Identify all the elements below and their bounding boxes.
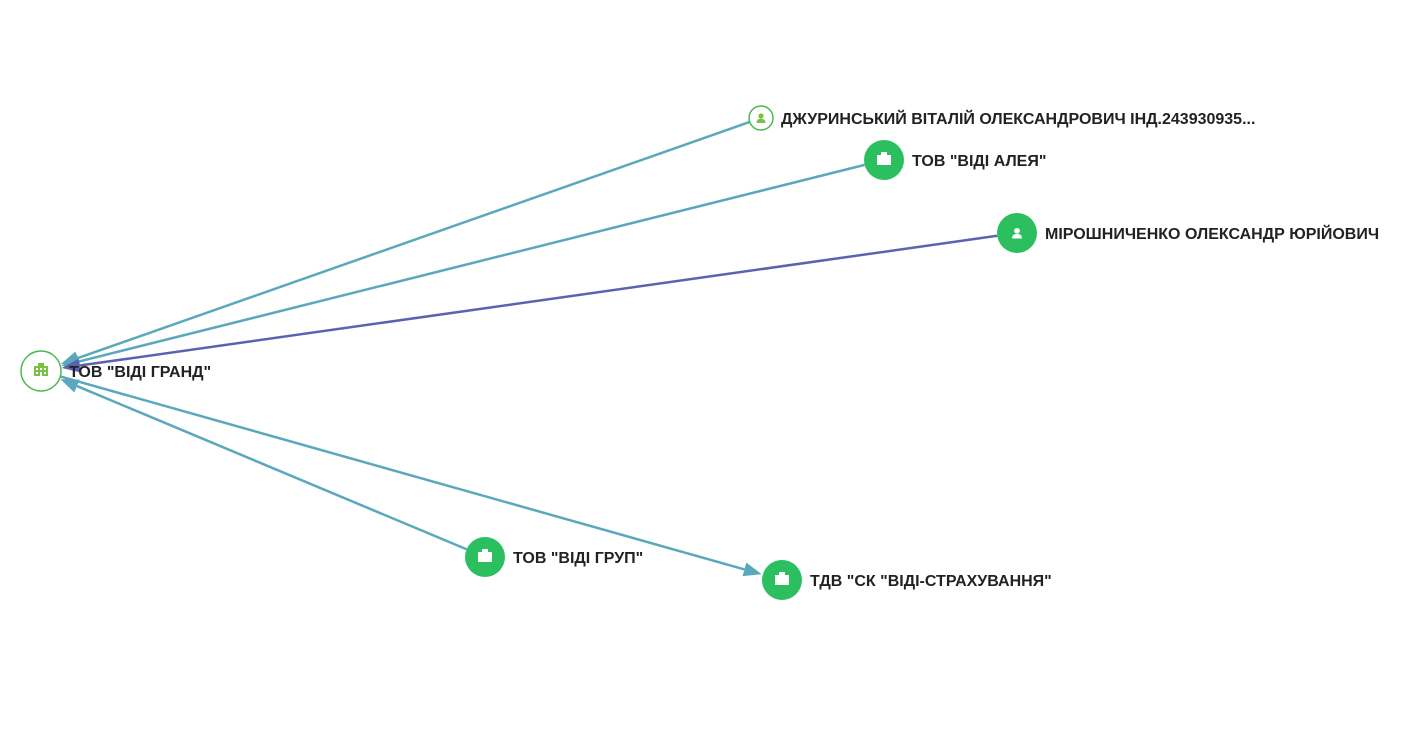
- edge-vidi-grup-to-vidi-grand[interactable]: [60, 379, 468, 551]
- edge-line: [79, 234, 998, 367]
- building-icon: [478, 549, 492, 562]
- person-icon: [1012, 227, 1022, 239]
- arrow-head-icon: [60, 379, 80, 393]
- node-dzhurynskyi[interactable]: ДЖУРИНСЬКИЙ ВІТАЛІЙ ОЛЕКСАНДРОВИЧ ІНД.24…: [748, 105, 1255, 131]
- edge-miroshnychenko-to-vidi-grand[interactable]: [61, 234, 998, 373]
- nodes-layer: ТОВ "ВІДІ ГРАНД" ДЖУРИНСЬКИЙ ВІТАЛІЙ ОЛЕК…: [20, 105, 1379, 600]
- edge-line: [76, 384, 468, 551]
- node-label: ТДВ "СК "ВІДІ-СТРАХУВАННЯ": [810, 573, 1052, 590]
- node-vidi-grup[interactable]: ТОВ "ВІДІ ГРУП": [465, 537, 643, 577]
- edge-vidi-aleia-to-vidi-grand[interactable]: [61, 163, 865, 369]
- node-vidi-aleia[interactable]: ТОВ "ВІДІ АЛЕЯ": [864, 140, 1046, 180]
- edge-line: [77, 120, 751, 360]
- node-label: МІРОШНИЧЕНКО ОЛЕКСАНДР ЮРІЙОВИЧ: [1045, 224, 1379, 243]
- node-label: ДЖУРИНСЬКИЙ ВІТАЛІЙ ОЛЕКСАНДРОВИЧ ІНД.24…: [781, 109, 1255, 128]
- arrow-head-icon: [61, 358, 81, 373]
- node-label: ТОВ "ВІДІ АЛЕЯ": [912, 153, 1046, 170]
- edge-dzhurynskyi-to-vidi-grand[interactable]: [60, 120, 751, 365]
- edges-layer: [59, 120, 998, 577]
- arrow-head-icon: [742, 562, 762, 577]
- node-vidi-grand[interactable]: ТОВ "ВІДІ ГРАНД": [20, 350, 211, 392]
- edge-vidi-grand-to-ck-vidi-strakh[interactable]: [59, 375, 762, 577]
- node-label: ТОВ "ВІДІ ГРУП": [513, 550, 643, 567]
- person-icon: [756, 113, 766, 123]
- building-icon: [775, 572, 789, 585]
- node-miroshnychenko[interactable]: МІРОШНИЧЕНКО ОЛЕКСАНДР ЮРІЙОВИЧ: [997, 213, 1379, 253]
- building-icon: [34, 363, 48, 376]
- building-icon: [877, 152, 891, 165]
- node-label: ТОВ "ВІДІ ГРАНД": [69, 364, 211, 381]
- edge-line: [78, 163, 865, 363]
- node-ck-vidi-strakh[interactable]: ТДВ "СК "ВІДІ-СТРАХУВАННЯ": [762, 560, 1052, 600]
- edge-line: [59, 375, 745, 571]
